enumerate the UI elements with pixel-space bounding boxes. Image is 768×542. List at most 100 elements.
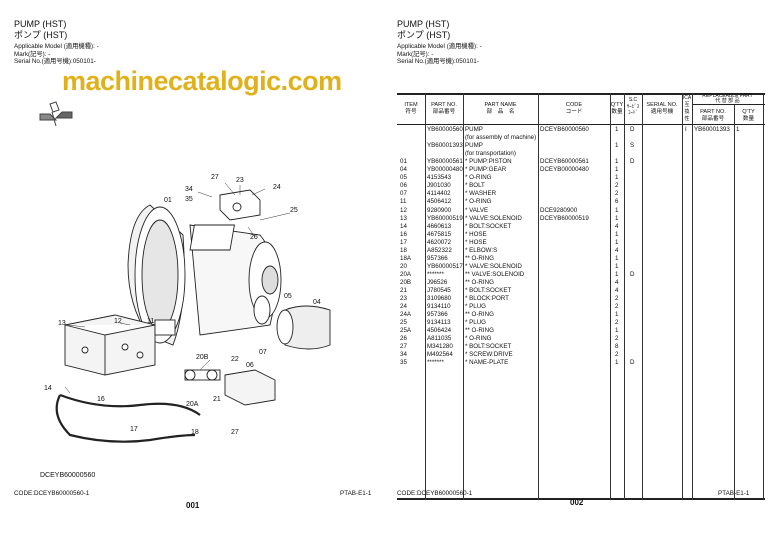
row-item: 20 bbox=[400, 262, 407, 270]
row-part-name: (for assembly of machine) bbox=[465, 134, 537, 142]
callout-35: 35 bbox=[185, 196, 193, 203]
row-qty: 1 bbox=[615, 214, 619, 222]
row-part-name: ** O-RING bbox=[465, 278, 494, 286]
row-qty: 1 bbox=[615, 270, 619, 278]
row-part-name: * WASHER bbox=[465, 190, 497, 198]
callout-26: 26 bbox=[250, 234, 258, 241]
row-part-no: ******* bbox=[427, 359, 444, 367]
row-item: 11 bbox=[400, 198, 407, 206]
row-part-no: J901030 bbox=[427, 182, 451, 190]
row-part-name: (for transportation) bbox=[465, 150, 516, 158]
row-qty: 1 bbox=[615, 254, 619, 262]
right-applicable-model: Applicable Model (適用機種): - bbox=[397, 43, 482, 50]
row-part-name: * BOLT:SOCKET bbox=[465, 287, 512, 294]
row-qty: 1 bbox=[615, 126, 619, 133]
row-part-no: 9134110 bbox=[427, 303, 451, 311]
row-part-name: * BLOCK:PORT bbox=[465, 295, 509, 303]
row-item: 12 bbox=[400, 206, 407, 214]
row-part-name: * VALVE bbox=[465, 206, 489, 214]
callout-23: 23 bbox=[236, 177, 244, 184]
row-part-no: M341280 bbox=[427, 343, 453, 351]
row-part-name: * HOSE bbox=[465, 238, 487, 246]
row-item: 34 bbox=[400, 351, 407, 359]
row-part-no: YB60001393 bbox=[427, 142, 463, 150]
row-part-name: PUMP bbox=[465, 126, 483, 133]
header-code: CODE コード bbox=[565, 102, 583, 115]
header-ica: ICA 互 換 性 bbox=[682, 95, 692, 122]
row-part-no: 3109680 bbox=[427, 295, 452, 303]
header-item: ITEM 符号 bbox=[404, 102, 418, 115]
row-item: 17 bbox=[400, 238, 407, 246]
header-rep-part-no: PART NO. 部品番号 bbox=[700, 109, 726, 122]
row-qty: 2 bbox=[615, 351, 619, 359]
callout-17: 17 bbox=[130, 426, 138, 433]
callout-14: 14 bbox=[44, 385, 52, 392]
row-qty: 1 bbox=[615, 230, 619, 238]
left-title-jp: ポンプ (HST) bbox=[14, 30, 68, 40]
row-part-no: YB00000480 bbox=[427, 166, 463, 174]
row-code: DCEYB60000561 bbox=[540, 158, 589, 166]
row-ica: I bbox=[685, 126, 687, 133]
row-item: 21 bbox=[400, 287, 407, 294]
row-item: 24 bbox=[400, 303, 407, 311]
header-part-no: PART NO. 部品番号 bbox=[431, 102, 457, 115]
row-sc: D bbox=[630, 270, 635, 278]
row-part-no: A811035 bbox=[427, 335, 452, 343]
row-item: 18A bbox=[400, 254, 412, 262]
row-part-name: * SCREW:DRIVE bbox=[465, 351, 513, 359]
row-part-no: 4114402 bbox=[427, 190, 451, 198]
row-sc: D bbox=[630, 359, 635, 367]
callout-24: 24 bbox=[273, 184, 281, 191]
callout-06: 06 bbox=[246, 362, 254, 369]
callout-12: 12 bbox=[114, 318, 122, 325]
callout-34: 34 bbox=[185, 186, 193, 193]
row-part-name: * PUMP:PISTON bbox=[465, 158, 512, 166]
row-code: DCEYB60000519 bbox=[540, 214, 589, 222]
row-part-no: A852322 bbox=[427, 246, 452, 254]
row-part-name: ** O-RING bbox=[465, 254, 494, 262]
row-qty: 2 bbox=[615, 295, 619, 303]
row-item: 27 bbox=[400, 343, 407, 351]
header-part-name: PART NAME 部 品 名 bbox=[484, 102, 517, 115]
row-sc: D bbox=[630, 158, 635, 166]
row-qty: 1 bbox=[615, 311, 619, 319]
callout-16: 16 bbox=[97, 396, 105, 403]
row-qty: 1 bbox=[615, 238, 619, 246]
row-item: 07 bbox=[400, 190, 407, 198]
row-qty: 2 bbox=[615, 182, 619, 190]
row-qty: 1 bbox=[615, 206, 619, 214]
row-rep-part-no: YB60001393 bbox=[694, 126, 730, 133]
row-item: 16 bbox=[400, 230, 407, 238]
right-footer-code: CODE:DCEYB60000560-1 bbox=[397, 490, 473, 497]
row-code: DCE9280900 bbox=[540, 206, 578, 214]
row-part-name: * PLUG bbox=[465, 319, 486, 327]
machine-logo-icon bbox=[39, 101, 73, 127]
callout-27b: 27 bbox=[231, 429, 239, 436]
row-item: 18 bbox=[400, 246, 407, 254]
callout-13: 13 bbox=[58, 320, 66, 327]
row-part-name: ** O-RING bbox=[465, 311, 494, 319]
row-part-name: * BOLT:SOCKET bbox=[465, 343, 512, 351]
row-part-no: 4620072 bbox=[427, 238, 452, 246]
right-title-jp: ポンプ (HST) bbox=[397, 30, 451, 40]
row-qty: 2 bbox=[615, 303, 619, 311]
row-part-no: YB60000519 bbox=[427, 214, 463, 222]
right-page-number: 002 bbox=[570, 498, 584, 507]
row-part-no: 4660613 bbox=[427, 222, 452, 230]
row-part-name: * O-RING bbox=[465, 198, 492, 206]
header-rep-qty: Q'TY 数量 bbox=[742, 109, 755, 122]
callout-20b: 20B bbox=[196, 354, 209, 361]
row-qty: 4 bbox=[615, 278, 619, 286]
row-part-no: J96526 bbox=[427, 278, 448, 286]
row-rep-qty: 1 bbox=[736, 126, 740, 133]
row-part-no: J780545 bbox=[427, 287, 451, 294]
